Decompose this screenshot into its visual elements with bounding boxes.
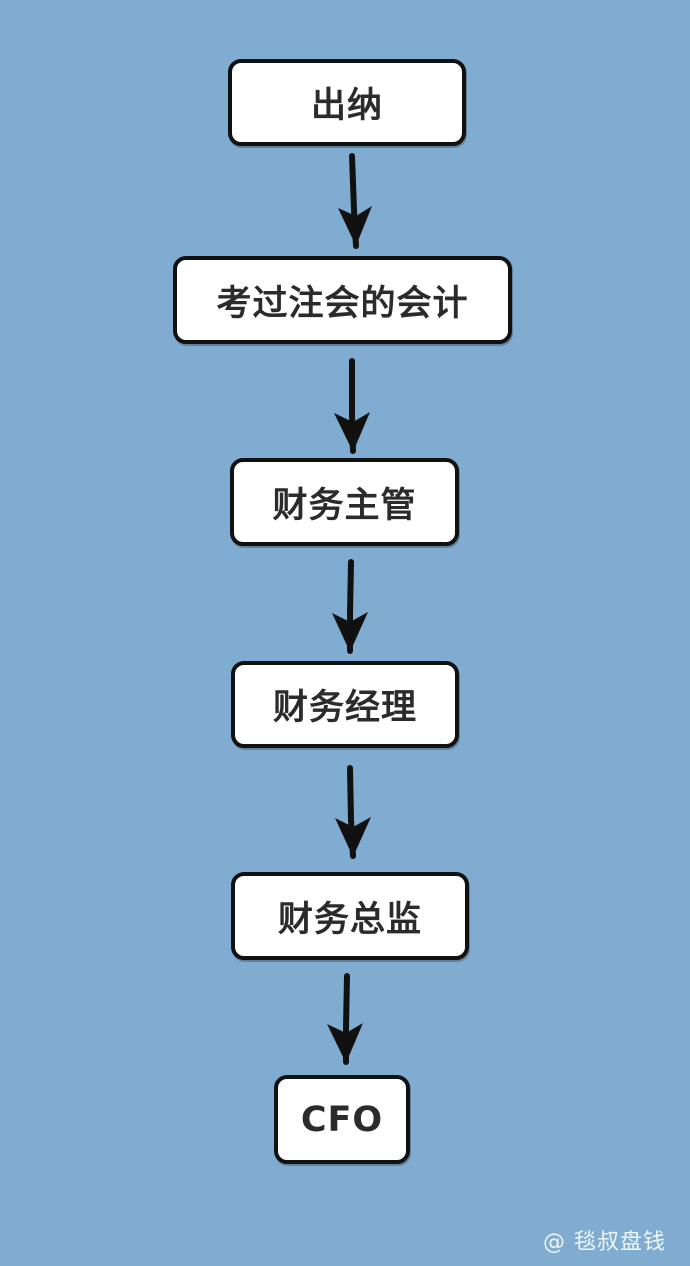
node-label: 财务总监 — [277, 899, 422, 940]
node-finance-director: 财务总监 — [231, 872, 469, 960]
arrow-down-icon — [334, 358, 370, 454]
watermark: @ 毯叔盘钱 — [543, 1230, 666, 1255]
arrow-down-icon — [332, 559, 368, 654]
arrow-down-icon — [327, 973, 363, 1065]
node-cpa-accountant: 考过注会的会计 — [173, 256, 512, 344]
arrow-down-icon — [335, 765, 371, 859]
arrow-down-icon — [338, 153, 372, 249]
node-finance-manager: 财务经理 — [231, 661, 459, 748]
node-label: 财务经理 — [272, 688, 417, 728]
node-label: CFO — [300, 1099, 384, 1140]
node-finance-supervisor: 财务主管 — [230, 458, 459, 546]
node-label: 考过注会的会计 — [216, 283, 469, 324]
node-label: 财务主管 — [272, 485, 417, 526]
node-cashier: 出纳 — [228, 59, 466, 146]
node-cfo: CFO — [274, 1075, 410, 1164]
node-label: 出纳 — [310, 86, 383, 126]
